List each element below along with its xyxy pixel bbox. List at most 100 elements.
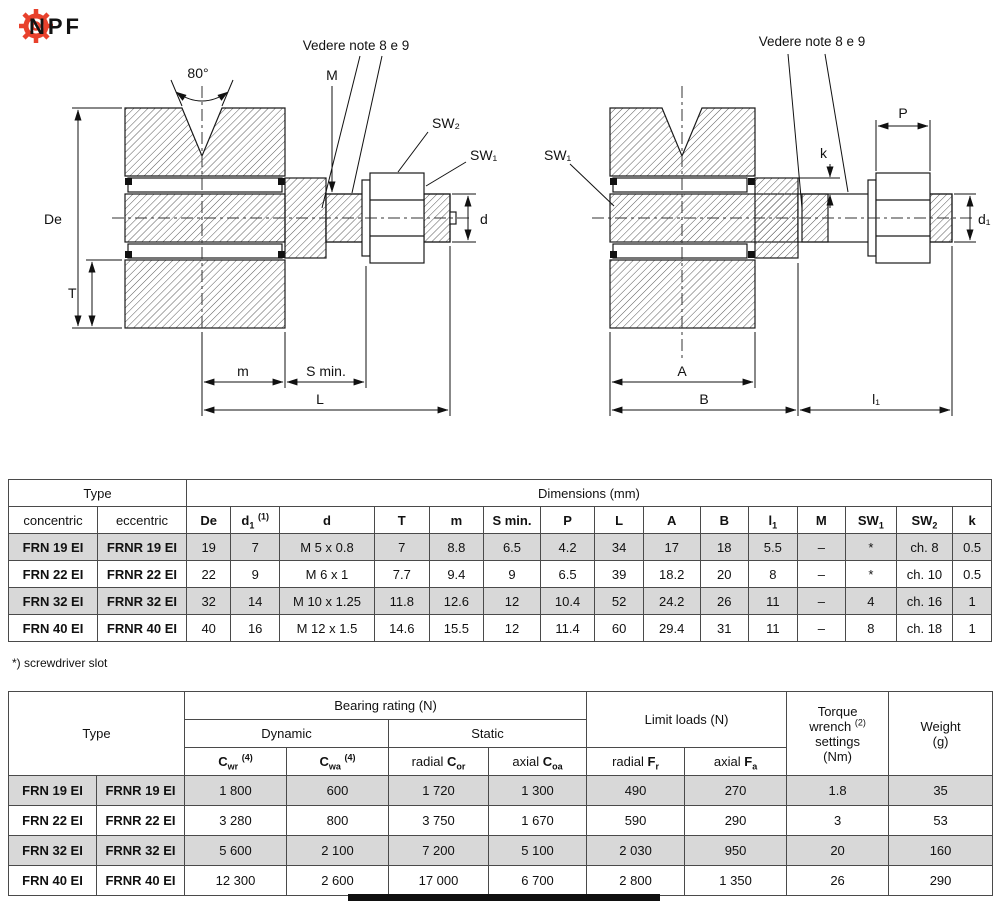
cell: –: [796, 587, 847, 615]
cell: 34: [594, 533, 644, 561]
cell: 4: [845, 587, 897, 615]
table-row: FRN 22 EI FRNR 22 EI 22 9 M 6 x 1 7.7 9.…: [8, 560, 992, 588]
cell: 60: [594, 614, 644, 642]
cell: 8.8: [428, 533, 485, 561]
cell: 24.2: [642, 587, 701, 615]
type-eccentric: FRNR 40 EI: [96, 865, 185, 896]
cell: 6.5: [539, 560, 596, 588]
type-eccentric: FRNR 19 EI: [96, 533, 187, 561]
cell: 7.7: [373, 560, 430, 588]
type-eccentric: FRNR 40 EI: [96, 614, 187, 642]
gear-icon: [19, 9, 53, 43]
cell: 1 720: [388, 775, 489, 806]
type-eccentric: FRNR 19 EI: [96, 775, 185, 806]
cell: 39: [594, 560, 644, 588]
dimensions-group-header: Dimensions (mm): [185, 479, 993, 507]
table-row: Type Dimensions (mm): [8, 479, 993, 507]
cell: 53: [888, 805, 994, 836]
cell: 18.2: [642, 560, 701, 588]
cell: ch. 16: [895, 587, 954, 615]
limit-loads-header: Limit loads (N): [586, 691, 788, 748]
cell: ch. 8: [895, 533, 954, 561]
cell: 7: [230, 533, 280, 561]
cell: 11.4: [539, 614, 596, 642]
b-label: B: [699, 391, 708, 407]
col-header-l1: l1: [748, 506, 798, 534]
cell: 290: [888, 865, 994, 896]
col-header-cwr: Cwr (4): [184, 747, 287, 776]
col-header-B: B: [699, 506, 750, 534]
cell: 12: [483, 587, 541, 615]
cell: 1: [952, 587, 992, 615]
cell: –: [796, 533, 847, 561]
table-row: FRN 40 EI FRNR 40 EI 12 300 2 600 17 000…: [8, 865, 994, 896]
table-row: FRN 40 EI FRNR 40 EI 40 16 M 12 x 1.5 14…: [8, 614, 992, 642]
dimension-lines: [72, 55, 476, 416]
col-header-SW1: SW1: [845, 506, 897, 534]
cell: 1 800: [184, 775, 287, 806]
type-group-header: Type: [8, 691, 185, 776]
drawing-right-eccentric: Vedere note 8 e 9 SW₁ k P d₁ A B l₁: [544, 34, 991, 416]
cell: 290: [684, 805, 788, 836]
table-row: concentric eccentric De d1 (1) d T m S m…: [8, 506, 992, 534]
load-ratings-table: Type Bearing rating (N) Limit loads (N) …: [8, 691, 994, 896]
cell: *: [845, 560, 897, 588]
type-eccentric: FRNR 22 EI: [96, 560, 187, 588]
col-header-coa: axial Coa: [487, 747, 588, 776]
dynamic-header: Dynamic: [184, 719, 389, 748]
thread-m-label: M: [326, 67, 338, 83]
cell: 1.8: [786, 775, 890, 806]
cell: 29.4: [642, 614, 701, 642]
npf-logo: NPF: [19, 9, 82, 43]
table-row: FRN 32 EI FRNR 32 EI 32 14 M 10 x 1.25 1…: [8, 587, 992, 615]
type-concentric: FRN 40 EI: [8, 865, 97, 896]
cell: 20: [699, 560, 750, 588]
dimension-labels: Vedere note 8 e 9 SW₁ k P d₁ A B l₁: [544, 34, 991, 407]
logo-text: NPF: [29, 14, 82, 39]
col-header-A: A: [642, 506, 701, 534]
dimension-lines: [569, 53, 976, 416]
col-header-cwa: Cwa (4): [286, 747, 389, 776]
table-row: Type Bearing rating (N) Limit loads (N) …: [8, 691, 994, 776]
cell: ch. 18: [895, 614, 954, 642]
cell: 14.6: [373, 614, 430, 642]
cell: 31: [699, 614, 750, 642]
note-label: Vedere note 8 e 9: [759, 34, 866, 49]
type-eccentric: FRNR 32 EI: [96, 835, 185, 866]
cell: 2 030: [586, 835, 686, 866]
cell: 9.4: [428, 560, 485, 588]
table-row: FRN 19 EI FRNR 19 EI 19 7 M 5 x 0.8 7 8.…: [8, 533, 992, 561]
type-concentric: FRN 22 EI: [8, 560, 98, 588]
dimensions-table: Type Dimensions (mm) concentric eccentri…: [8, 479, 993, 642]
cell: 20: [786, 835, 890, 866]
type-concentric: FRN 40 EI: [8, 614, 98, 642]
col-header-m: m: [428, 506, 485, 534]
col-header-fr: radial Fr: [586, 747, 686, 776]
type-eccentric: FRNR 32 EI: [96, 587, 187, 615]
cell: 7 200: [388, 835, 489, 866]
m-label: m: [237, 363, 249, 379]
col-header-L: L: [594, 506, 644, 534]
cell: 3 280: [184, 805, 287, 836]
cell: 10.4: [539, 587, 596, 615]
cell: 5 600: [184, 835, 287, 866]
cell: 11: [748, 614, 798, 642]
cell: M 12 x 1.5: [278, 614, 375, 642]
de-label: De: [44, 211, 62, 227]
type-concentric: FRN 19 EI: [8, 775, 97, 806]
col-header-T: T: [373, 506, 430, 534]
cell: 19: [185, 533, 232, 561]
col-header-k: k: [952, 506, 992, 534]
cell: 11.8: [373, 587, 430, 615]
type-concentric: FRN 19 EI: [8, 533, 98, 561]
cell: 40: [185, 614, 232, 642]
a-label: A: [677, 363, 687, 379]
cell: 26: [699, 587, 750, 615]
cell: 3: [786, 805, 890, 836]
cell: 6.5: [483, 533, 541, 561]
col-header-De: De: [185, 506, 232, 534]
col-header-cor: radial Cor: [388, 747, 489, 776]
table-row: FRN 32 EI FRNR 32 EI 5 600 2 100 7 200 5…: [8, 835, 994, 866]
